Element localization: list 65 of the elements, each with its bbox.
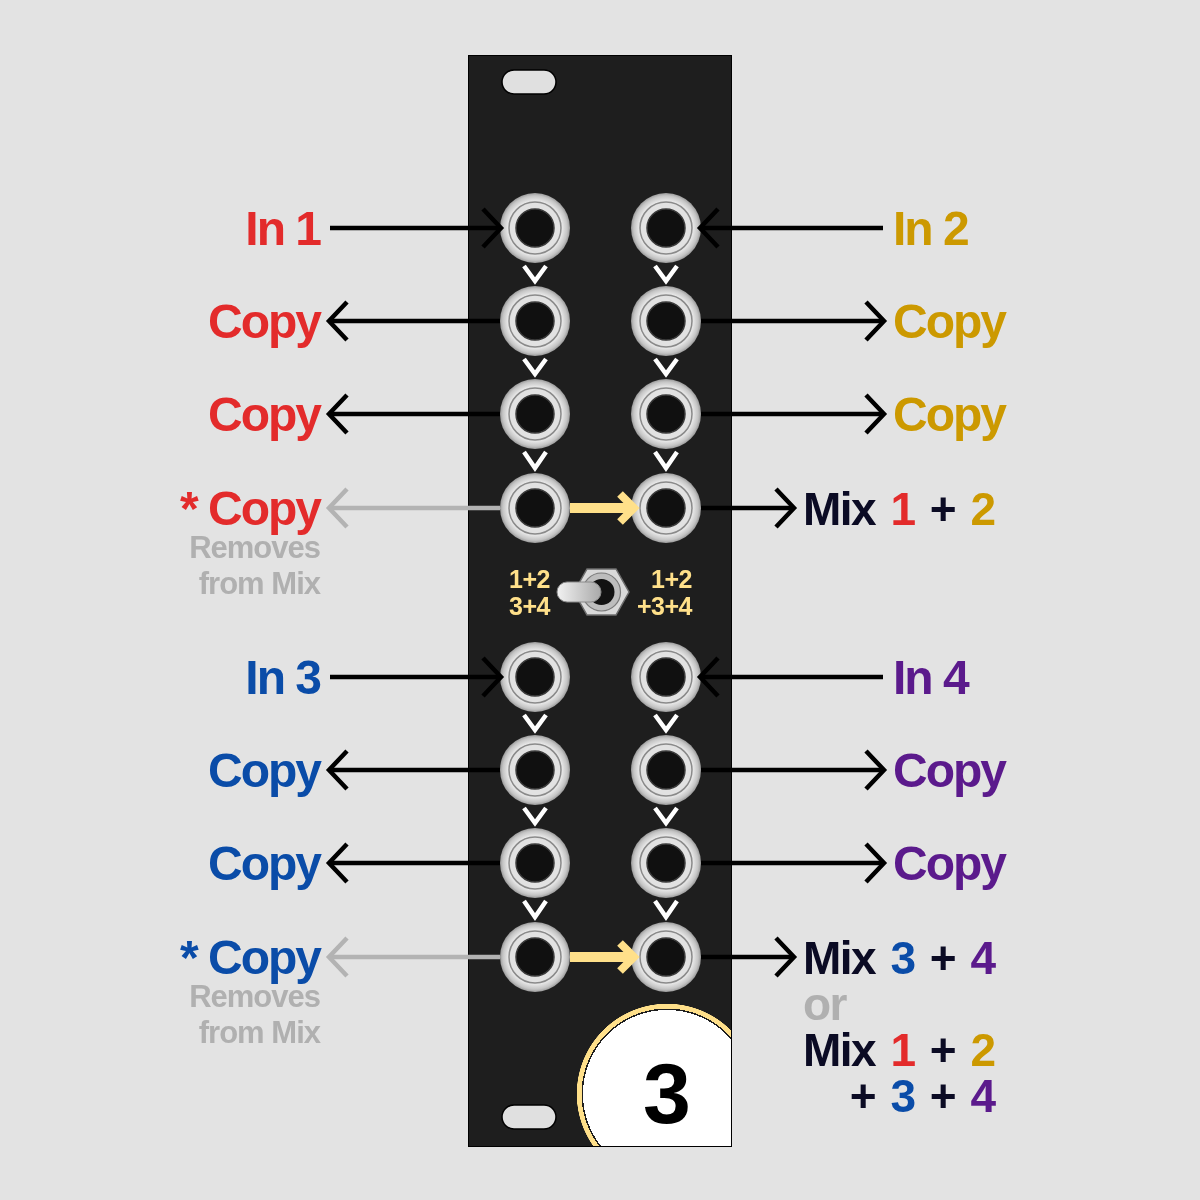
port-label: Copy (893, 388, 1005, 442)
arrow (330, 655, 504, 699)
port-label: In 2 (893, 202, 968, 256)
jack-socket (631, 828, 701, 898)
arrow (570, 939, 638, 975)
arrow (697, 655, 883, 699)
arrow (326, 486, 500, 530)
module-panel (469, 56, 731, 1146)
port-label: In 3 (245, 651, 320, 705)
chevron-arrow (522, 264, 548, 285)
chevron-arrow (653, 899, 679, 921)
chevron-arrow (522, 713, 548, 734)
chevron-arrow (522, 357, 548, 378)
panel-number: 3 (643, 1050, 691, 1136)
jack-socket (500, 193, 570, 263)
chevron-arrow (653, 450, 679, 472)
port-label: In 1 (245, 202, 320, 256)
jack-socket (500, 286, 570, 356)
arrow (701, 935, 797, 979)
arrow (697, 206, 883, 250)
chevron-arrow (522, 450, 548, 472)
jack-socket (500, 922, 570, 992)
chevron-arrow (653, 806, 679, 827)
arrow (326, 935, 500, 979)
port-label: Copy (208, 388, 320, 442)
port-label: Copy (208, 295, 320, 349)
chevron-arrow (522, 899, 548, 921)
port-label: Mix 1 + 2 (803, 486, 995, 532)
jack-socket (631, 286, 701, 356)
jack-socket (631, 922, 701, 992)
port-label: Copy (893, 837, 1005, 891)
port-label: Copy (893, 744, 1005, 798)
jack-socket (631, 735, 701, 805)
arrow (701, 748, 887, 792)
port-label: In 4 (893, 651, 968, 705)
jack-socket (500, 828, 570, 898)
jack-socket (500, 735, 570, 805)
port-label: Mix 1 + 2 + 3 + 4 (803, 1027, 995, 1119)
port-label: Copy (893, 295, 1005, 349)
jack-socket (631, 473, 701, 543)
jack-socket (631, 379, 701, 449)
arrow (326, 748, 500, 792)
arrow (570, 490, 638, 526)
arrow (701, 486, 797, 530)
jack-socket (500, 473, 570, 543)
chevron-arrow (653, 713, 679, 734)
chevron-arrow (522, 806, 548, 827)
jack-socket (631, 193, 701, 263)
switch-position-label: 1+2 +3+4 (637, 566, 692, 620)
arrow (326, 299, 500, 343)
arrow (326, 392, 500, 436)
arrow (326, 841, 500, 885)
chevron-arrow (653, 264, 679, 285)
arrow (701, 299, 887, 343)
jack-socket (500, 379, 570, 449)
port-label: Mix 3 + 4 (803, 935, 995, 981)
switch-position-label: 1+2 3+4 (509, 566, 550, 620)
jack-socket (500, 642, 570, 712)
arrow (701, 841, 887, 885)
jack-socket (631, 642, 701, 712)
chevron-arrow (653, 357, 679, 378)
arrow (330, 206, 504, 250)
port-label: Copy (208, 837, 320, 891)
port-label: Copy (208, 744, 320, 798)
arrow (701, 392, 887, 436)
